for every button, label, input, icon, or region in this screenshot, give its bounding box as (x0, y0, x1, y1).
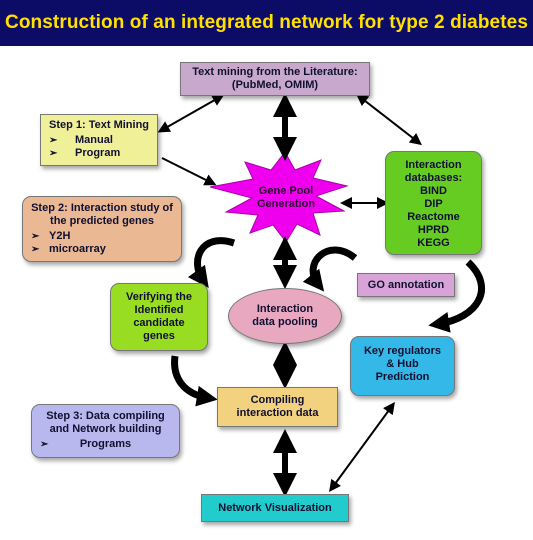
arrow-visualization-keyregulators (329, 401, 395, 493)
compiling-box: Compiling interaction data (217, 387, 338, 427)
key-regulators-line: & Hub (386, 358, 419, 370)
step1-heading: Step 1: Text Mining (48, 119, 150, 131)
gene-pool-label: Gene Pool Generation (243, 185, 329, 211)
network-visualization-box: Network Visualization (201, 494, 349, 522)
gene-pool-line2: Generation (256, 198, 316, 210)
databases-heading-1: Interaction (405, 159, 462, 171)
database-item: BIND (420, 185, 447, 197)
step2-heading-1: Step 2: Interaction study of (31, 202, 173, 214)
step2-item: microarray (23, 243, 181, 256)
database-item: KEGG (417, 237, 450, 249)
step1-box: Step 1: Text Mining Manual Program (40, 114, 158, 166)
curve-databases-pooling (302, 246, 358, 292)
text-mining-line1: Text mining from the Literature: (192, 66, 358, 78)
step2-item: Y2H (23, 230, 181, 243)
verifying-line: candidate (133, 317, 185, 329)
step3-heading-2: and Network building (49, 423, 162, 435)
step2-box: Step 2: Interaction study of the predict… (22, 196, 182, 262)
verifying-line: Verifying the (125, 291, 193, 303)
compiling-line: interaction data (236, 407, 319, 419)
text-mining-line2: (PubMed, OMIM) (231, 79, 319, 91)
arrow-textmining-databases (356, 93, 422, 146)
key-regulators-line: Key regulators (363, 345, 442, 357)
step3-box: Step 3: Data compiling and Network build… (31, 404, 180, 458)
pooling-ellipse: Interaction data pooling (228, 288, 342, 344)
step1-item: Manual (41, 134, 157, 147)
step3-item: Programs (32, 438, 179, 451)
curve-databases-keyregulators (428, 259, 485, 333)
diagram-title: Construction of an integrated network fo… (0, 0, 533, 46)
text-mining-box: Text mining from the Literature: (PubMed… (180, 62, 370, 96)
key-regulators-line: Prediction (375, 371, 430, 383)
arrow-step1-genepool (161, 157, 217, 186)
database-item: DIP (424, 198, 443, 210)
gene-pool-line1: Gene Pool (258, 185, 314, 197)
databases-box: Interaction databases: BIND DIP Reactome… (385, 151, 482, 255)
curve-step2-verifying (187, 237, 236, 288)
databases-heading-2: databases: (404, 172, 463, 184)
database-item: HPRD (417, 224, 450, 236)
verifying-box: Verifying the Identified candidate genes (110, 283, 208, 351)
curve-verifying-compiling (171, 355, 218, 407)
step2-heading-2: the predicted genes (50, 215, 154, 227)
verifying-line: Identified (134, 304, 184, 316)
step3-heading-1: Step 3: Data compiling (46, 410, 165, 422)
database-item: Reactome (407, 211, 460, 223)
pooling-line: Interaction (256, 303, 314, 315)
arrow-textmining-step1 (157, 94, 225, 133)
go-annotation-box: GO annotation (357, 273, 455, 297)
verifying-line: genes (143, 330, 175, 342)
key-regulators-box: Key regulators & Hub Prediction (350, 336, 455, 396)
step1-item: Program (41, 147, 157, 160)
pooling-line: data pooling (252, 316, 318, 328)
compiling-line: Compiling (250, 394, 305, 406)
